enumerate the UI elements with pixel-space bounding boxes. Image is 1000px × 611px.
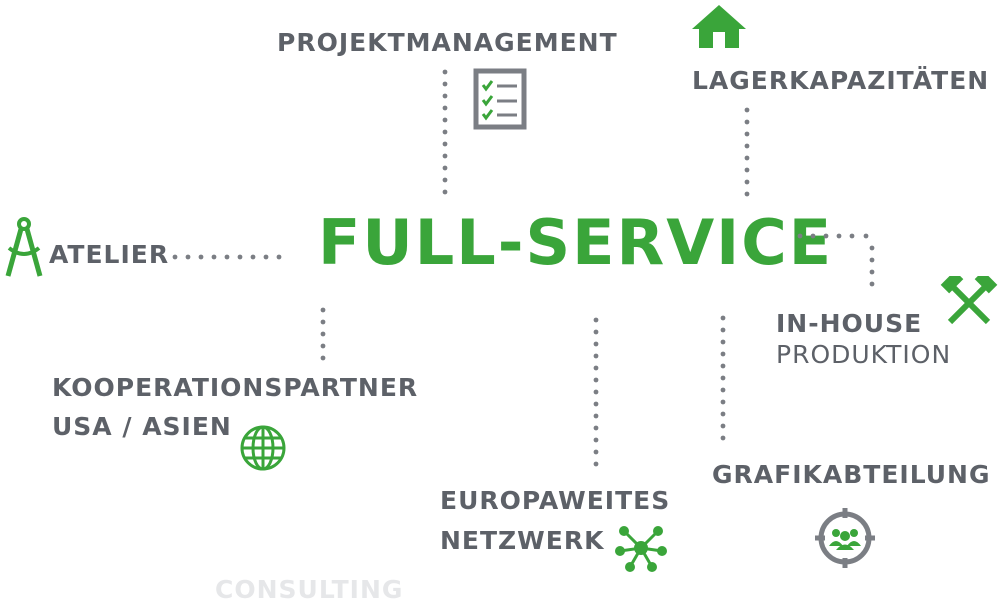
connector-europa: [593, 317, 599, 467]
label-inhouse-line2: PRODUKTION: [776, 340, 952, 369]
globe-icon: [240, 425, 286, 471]
label-europa-line1: EUROPAWEITES: [440, 486, 671, 515]
connector-inhouse: [797, 233, 875, 287]
label-grafikabteilung: GRAFIKABTEILUNG: [712, 460, 991, 489]
warehouse-house-icon: [692, 5, 746, 48]
network-nodes-icon: [615, 526, 667, 572]
label-europa-line2: NETZWERK: [440, 526, 605, 555]
checklist-icon: [473, 68, 527, 130]
label-faded-consulting: CONSULTING: [215, 575, 404, 604]
label-inhouse-line1: IN-HOUSE: [776, 309, 923, 338]
connector-atelier: [172, 254, 282, 260]
label-projektmanagement: PROJEKTMANAGEMENT: [277, 28, 618, 57]
hammer-wrench-icon: [940, 276, 998, 325]
team-target-icon: [815, 508, 875, 568]
connector-kooperation: [320, 307, 326, 361]
connector-grafik: [720, 315, 726, 441]
label-atelier: ATELIER: [49, 240, 170, 269]
compass-icon: [5, 217, 43, 277]
label-lagerkapazitaeten: LAGERKAPAZITÄTEN: [692, 66, 990, 95]
label-kooperation-line1: KOOPERATIONSPARTNER: [52, 373, 419, 402]
label-kooperation-line2: USA / ASIEN: [52, 412, 232, 441]
center-title: FULL-SERVICE: [318, 206, 834, 279]
connector-projektmanagement: [442, 69, 448, 195]
connector-lagerkapazitaeten: [744, 107, 750, 197]
